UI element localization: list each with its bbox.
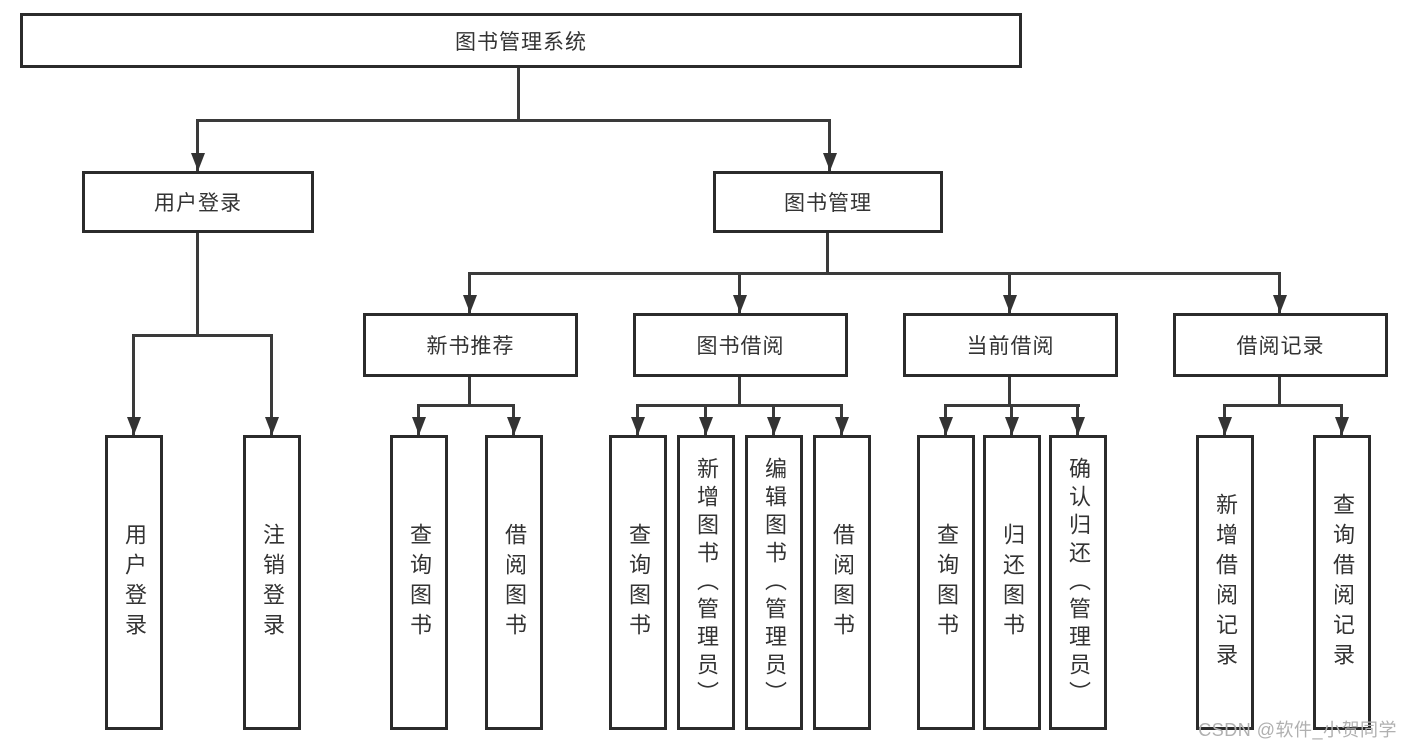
arrow-down-icon <box>191 153 205 171</box>
connector-line <box>468 377 471 406</box>
leaf-query-books-recommend: 查询图书 <box>390 435 448 730</box>
connector-line <box>1008 272 1011 313</box>
connector-line <box>468 272 1281 275</box>
node-book-borrowing: 图书借阅 <box>633 313 848 377</box>
connector-line <box>1223 404 1343 407</box>
arrow-down-icon <box>507 417 521 435</box>
leaf-confirm-return-admin: 确认归还（管理员） <box>1049 435 1107 730</box>
connector-line <box>826 233 829 275</box>
connector-line <box>1278 377 1281 406</box>
leaf-borrow-books-recommend: 借阅图书 <box>485 435 543 730</box>
leaf-return-books: 归还图书 <box>983 435 1041 730</box>
connector-line <box>738 272 741 313</box>
node-borrowing-records: 借阅记录 <box>1173 313 1388 377</box>
connector-line <box>196 119 831 122</box>
leaf-logout: 注销登录 <box>243 435 301 730</box>
connector-line <box>196 233 199 336</box>
connector-line <box>1278 272 1281 313</box>
connector-line <box>1008 377 1011 406</box>
node-library-management-system: 图书管理系统 <box>20 13 1022 68</box>
leaf-borrow-books-borrowing: 借阅图书 <box>813 435 871 730</box>
arrow-down-icon <box>939 417 953 435</box>
connector-line <box>196 119 199 171</box>
connector-line <box>828 119 831 171</box>
connector-line <box>738 377 741 406</box>
arrow-down-icon <box>823 153 837 171</box>
watermark: CSDN @软件_小贺同学 <box>1198 720 1397 740</box>
leaf-query-books-borrowing: 查询图书 <box>609 435 667 730</box>
connector-line <box>132 334 135 435</box>
connector-line <box>270 334 273 435</box>
node-book-management: 图书管理 <box>713 171 943 233</box>
leaf-add-borrow-record: 新增借阅记录 <box>1196 435 1254 730</box>
leaf-query-borrow-record: 查询借阅记录 <box>1313 435 1371 730</box>
node-current-borrowing: 当前借阅 <box>903 313 1118 377</box>
connector-line <box>517 68 520 120</box>
arrow-down-icon <box>1003 295 1017 313</box>
connector-line <box>468 272 471 313</box>
arrow-down-icon <box>1218 417 1232 435</box>
arrow-down-icon <box>733 295 747 313</box>
arrow-down-icon <box>1005 417 1019 435</box>
arrow-down-icon <box>463 295 477 313</box>
arrow-down-icon <box>631 417 645 435</box>
arrow-down-icon <box>767 417 781 435</box>
arrow-down-icon <box>1273 295 1287 313</box>
arrow-down-icon <box>835 417 849 435</box>
arrow-down-icon <box>265 417 279 435</box>
arrow-down-icon <box>1071 417 1085 435</box>
connector-line <box>636 404 843 407</box>
arrow-down-icon <box>699 417 713 435</box>
arrow-down-icon <box>412 417 426 435</box>
connector-line <box>132 334 273 337</box>
leaf-add-books-admin: 新增图书（管理员） <box>677 435 735 730</box>
leaf-user-login: 用户登录 <box>105 435 163 730</box>
leaf-query-books-current: 查询图书 <box>917 435 975 730</box>
leaf-edit-books-admin: 编辑图书（管理员） <box>745 435 803 730</box>
connector-line <box>417 404 515 407</box>
arrow-down-icon <box>1335 417 1349 435</box>
node-new-book-recommendation: 新书推荐 <box>363 313 578 377</box>
node-user-login: 用户登录 <box>82 171 314 233</box>
arrow-down-icon <box>127 417 141 435</box>
